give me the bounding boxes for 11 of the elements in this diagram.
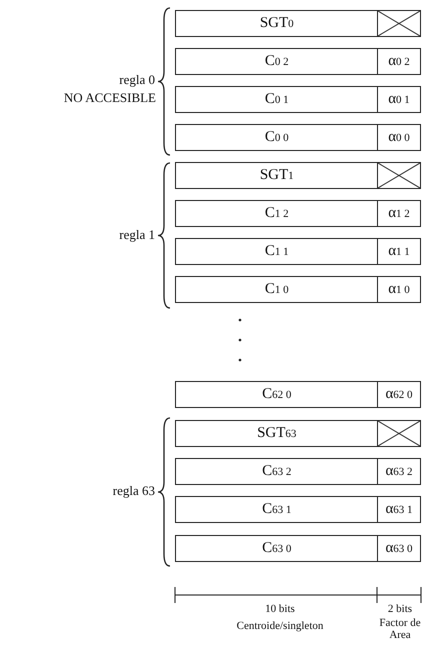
crossed-out-cell [377,10,421,37]
crossed-out-cell [377,420,421,447]
dimension-label: 10 bits [264,603,296,615]
dimension-label: 2 bits [386,603,414,615]
rule-label: regla 1 [118,227,155,243]
note-text: NO ACCESIBLE [62,90,156,106]
crossed-out-cell [377,162,421,189]
field-caption: Centroide/singleton [236,620,324,632]
rule-label: regla 63 [112,483,155,499]
field-caption: Factor de Area [378,617,422,641]
rule-label: regla 0 [118,72,155,88]
